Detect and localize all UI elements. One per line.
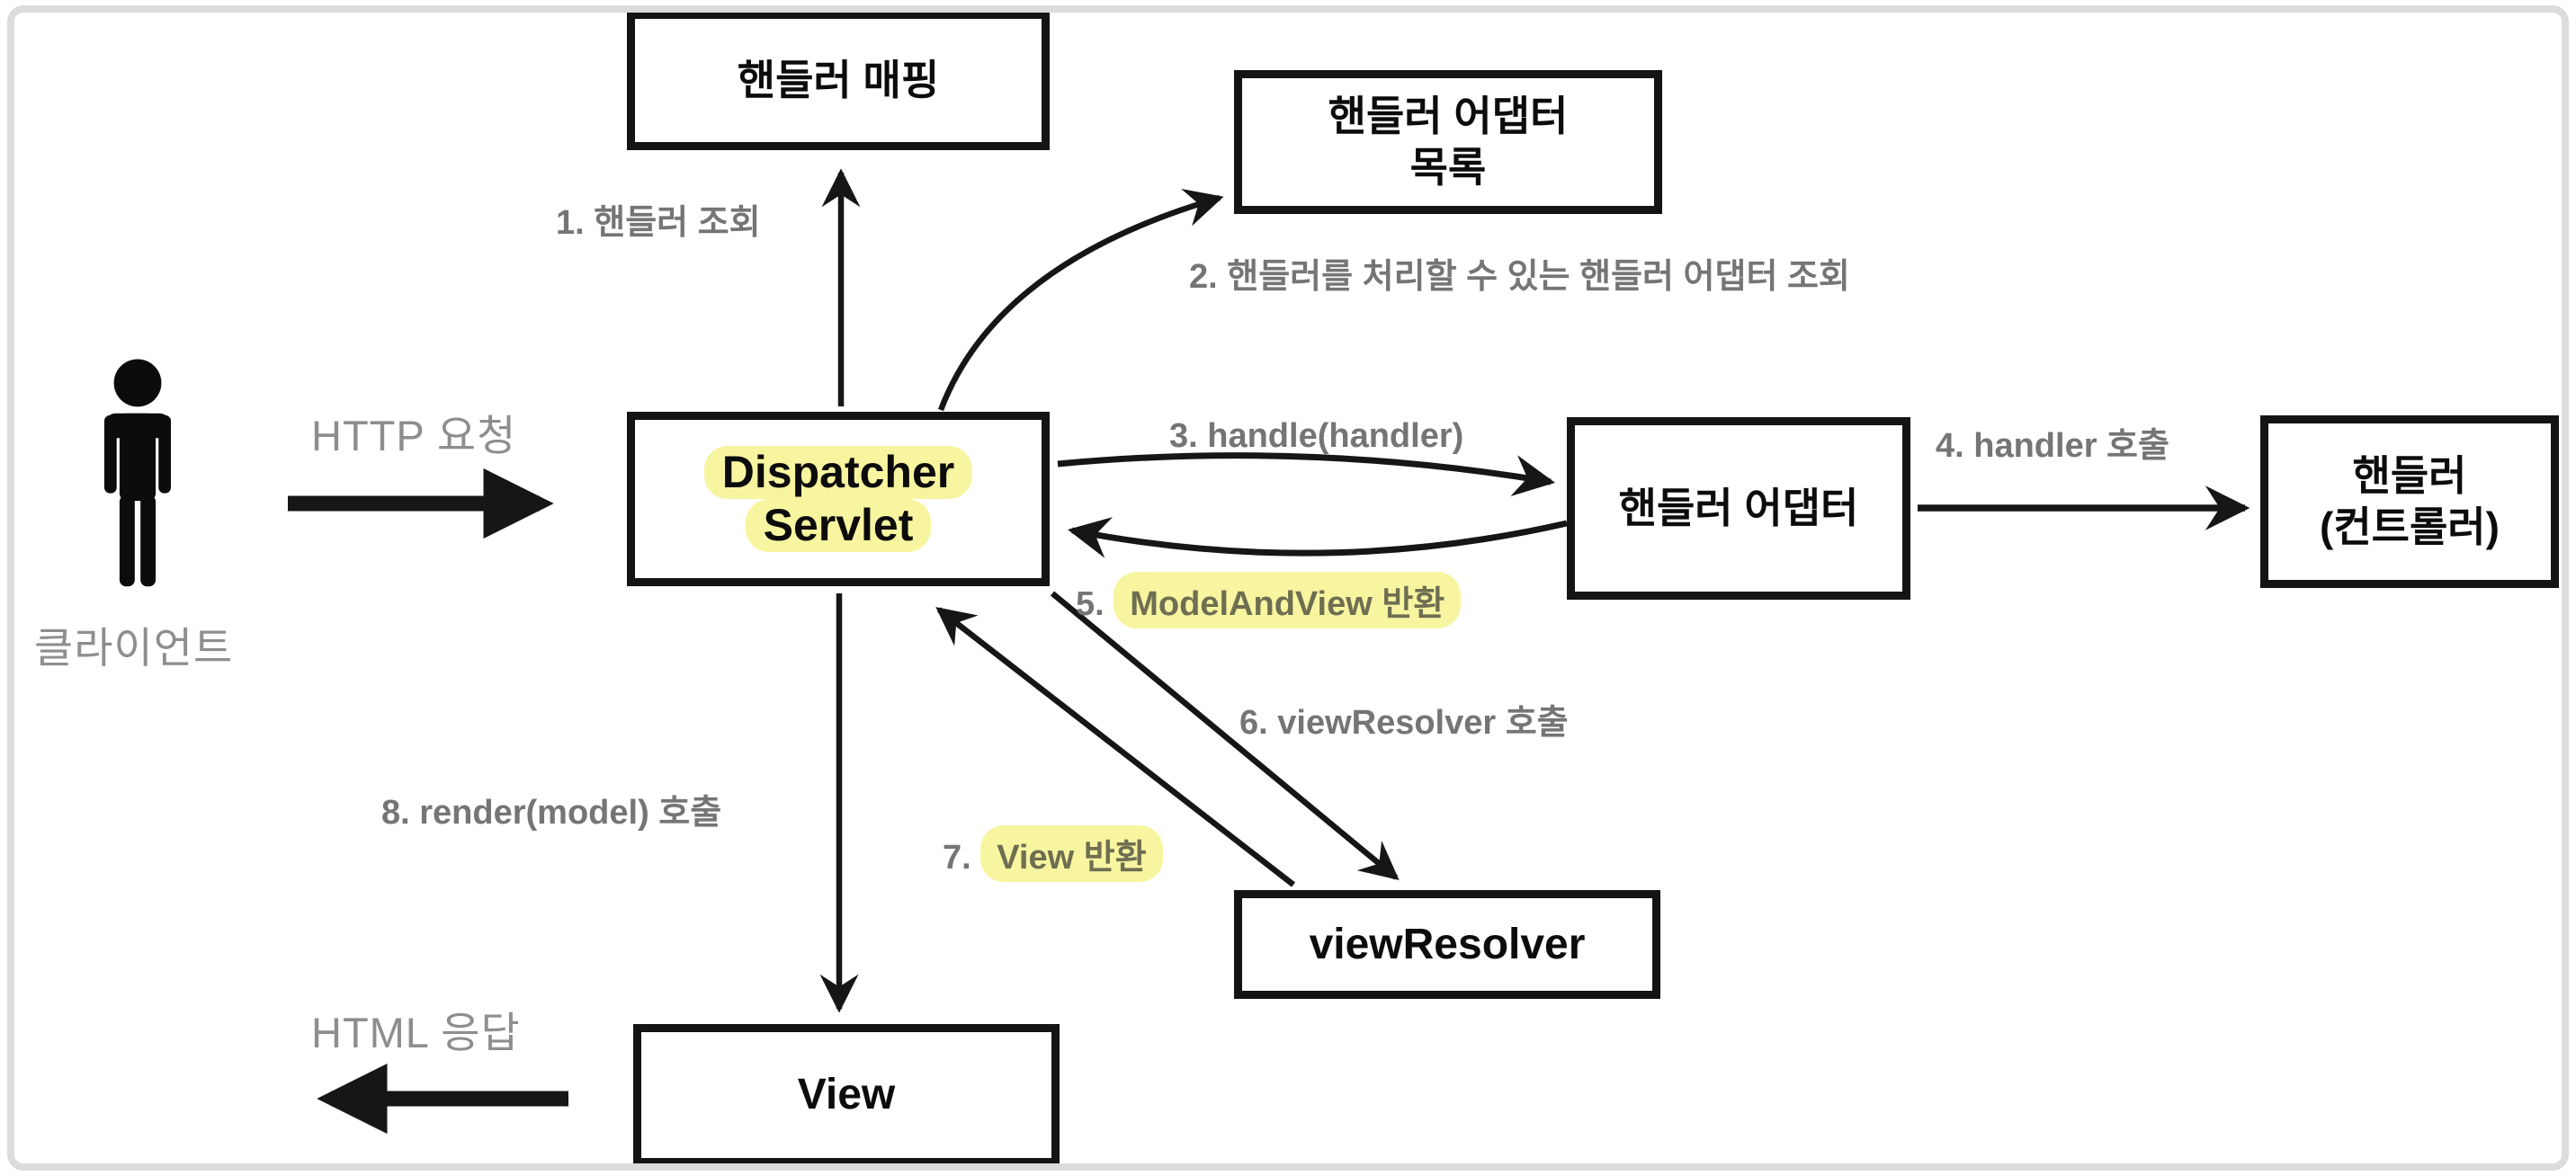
person-icon	[103, 359, 172, 587]
step8-label: 8. render(model) 호출	[381, 794, 722, 832]
step5-label: 5. ModelAndView 반환	[1076, 572, 1462, 628]
step7-arrow	[935, 607, 1295, 887]
step5-highlight: ModelAndView 반환	[1114, 572, 1462, 628]
handler-adapter-list-line2: 목록	[1409, 144, 1487, 191]
handler-mapping-label: 핸들러 매핑	[737, 56, 940, 103]
handler-adapter-list-box: 핸들러 어댑터 목록	[1234, 70, 1662, 214]
step2-label: 2. 핸들러를 처리할 수 있는 핸들러 어댑터 조회	[1189, 258, 1850, 296]
view-box: View	[633, 1024, 1060, 1166]
view-resolver-label: viewResolver	[1309, 920, 1586, 968]
handler-adapter-box: 핸들러 어댑터	[1567, 417, 1910, 600]
view-label: View	[797, 1071, 896, 1118]
step1-label: 1. 핸들러 조회	[556, 204, 761, 242]
dispatcher-label-line1: Dispatcher	[703, 446, 973, 499]
handler-controller-box: 핸들러 (컨트롤러)	[2260, 415, 2559, 588]
dispatcher-label-line2: Servlet	[745, 499, 932, 552]
step7-number: 7.	[943, 839, 971, 877]
handler-adapter-list-line1: 핸들러 어댑터	[1328, 92, 1569, 139]
http-request-label: HTTP 요청	[311, 412, 517, 459]
step5-number: 5.	[1076, 585, 1105, 623]
view-resolver-box: viewResolver	[1234, 890, 1660, 999]
handler-label-line2: (컨트롤러)	[2320, 503, 2500, 550]
step2-arrow	[937, 189, 1224, 412]
step7-highlight: View 반환	[980, 825, 1163, 882]
handler-mapping-box: 핸들러 매핑	[627, 11, 1050, 150]
handler-adapter-label: 핸들러 어댑터	[1618, 484, 1859, 531]
step7-label: 7. View 반환	[943, 825, 1163, 882]
dispatcher-servlet-box: Dispatcher Servlet	[627, 412, 1050, 586]
step4-label: 4. handler 호출	[1936, 427, 2169, 465]
step3-arrow	[1057, 452, 1555, 497]
step5-arrow	[1068, 517, 1568, 558]
step6-label: 6. viewResolver 호출	[1239, 704, 1569, 742]
html-response-label: HTML 응답	[311, 1009, 521, 1056]
step3-label: 3. handle(handler)	[1169, 417, 1464, 455]
handler-label-line1: 핸들러	[2352, 451, 2467, 499]
client-label: 클라이언트	[34, 624, 234, 672]
step6-arrow	[1050, 591, 1400, 880]
